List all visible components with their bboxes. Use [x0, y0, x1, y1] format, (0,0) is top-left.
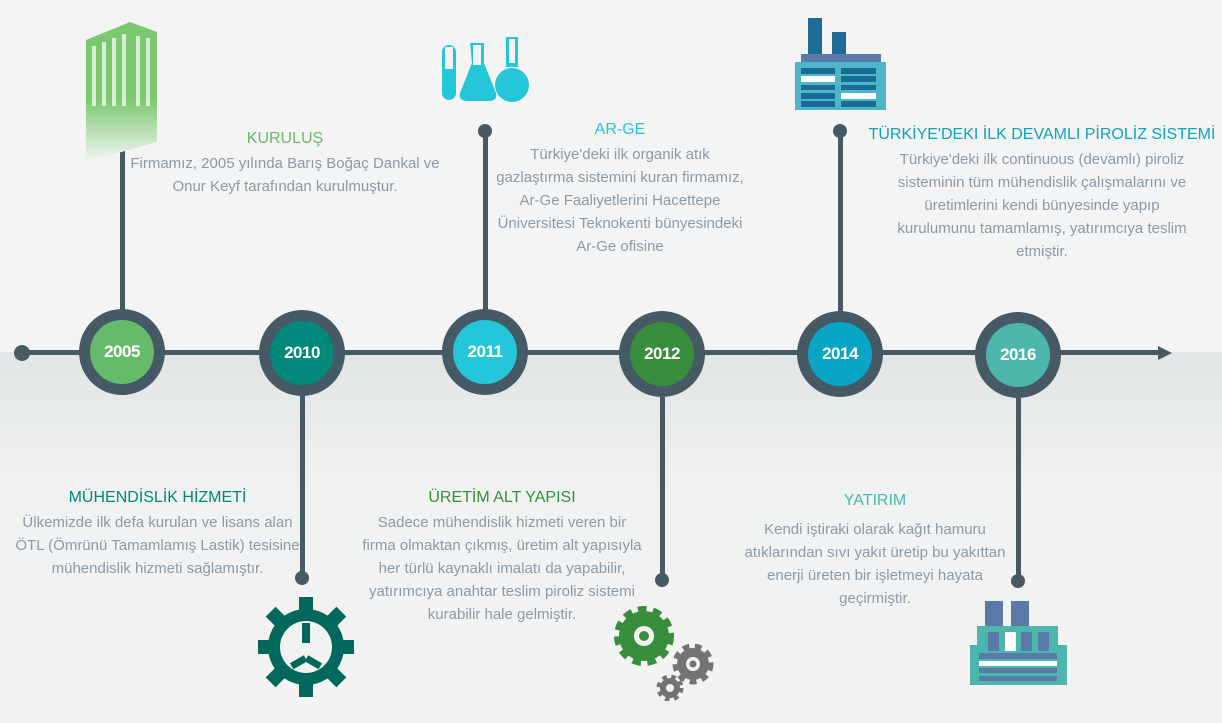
year-node-2011: 2011	[442, 309, 528, 395]
milestone-2012: ÜRETİM ALT YAPISI Sadece mühendislik hiz…	[362, 489, 642, 626]
timeline-arrow-icon	[1158, 346, 1172, 360]
year-label: 2010	[270, 321, 334, 385]
stem-dot-2011	[478, 124, 492, 138]
year-node-2012: 2012	[619, 311, 705, 397]
year-label: 2005	[90, 320, 154, 384]
year-node-2014: 2014	[797, 311, 883, 397]
year-label: 2012	[630, 322, 694, 386]
stem-dot-2014	[833, 124, 847, 138]
lab-flasks-icon	[442, 37, 529, 102]
timeline-start-dot	[14, 345, 30, 361]
milestone-2016: YATIRIM Kendi iştiraki olarak kağıt hamu…	[735, 492, 1015, 610]
timeline-axis	[22, 350, 1162, 355]
stem-2012	[660, 397, 665, 577]
year-node-2016: 2016	[975, 312, 1061, 398]
milestone-title: ÜRETİM ALT YAPISI	[428, 489, 576, 506]
year-node-2010: 2010	[259, 310, 345, 396]
milestone-2005: KURULUŞ Firmamız, 2005 yılında Barış Boğ…	[120, 130, 450, 198]
year-label: 2011	[453, 320, 517, 384]
gears-icon	[614, 606, 714, 701]
building-icon	[86, 22, 157, 162]
stem-2014	[838, 132, 843, 312]
milestone-title: AR-GE	[594, 121, 646, 138]
year-node-2005: 2005	[79, 309, 165, 395]
milestone-text: Ülkemizde ilk defa kurulan ve lisans ala…	[15, 514, 300, 577]
milestone-2011: AR-GE Türkiye'deki ilk organik atık gazl…	[495, 121, 745, 258]
milestone-text: Türkiye'deki ilk organik atık gazlaştırm…	[496, 146, 744, 255]
milestone-title: YATIRIM	[843, 492, 907, 509]
factory-icon	[795, 18, 886, 110]
milestone-title: KURULUŞ	[246, 130, 324, 147]
milestone-text: Sadece mühendislik hizmeti veren bir fir…	[362, 514, 642, 623]
milestone-2010: MÜHENDİSLİK HİZMETİ Ülkemizde ilk defa k…	[15, 489, 300, 580]
gear-wrench-icon	[258, 597, 354, 697]
milestone-title: MÜHENDİSLİK HİZMETİ	[68, 489, 247, 506]
stem-dot-2010	[295, 571, 309, 585]
year-label: 2016	[986, 323, 1050, 387]
year-label: 2014	[808, 322, 872, 386]
milestone-text: Kendi iştiraki olarak kağıt hamuru atıkl…	[744, 521, 1006, 607]
stem-2010	[300, 395, 305, 575]
stem-2016	[1016, 398, 1021, 578]
milestone-title: TÜRKİYE'DEKI İLK DEVAMLI PİROLİZ SİSTEMİ	[868, 126, 1216, 143]
stem-2011	[483, 132, 488, 312]
milestone-text: Firmamız, 2005 yılında Barış Boğaç Danka…	[130, 155, 440, 195]
milestone-text: Türkiye'deki ilk continuous (devamlı) pi…	[897, 151, 1187, 260]
stem-dot-2012	[655, 573, 669, 587]
stem-2005	[120, 132, 125, 312]
power-plant-icon	[970, 601, 1067, 685]
milestone-2014: TÜRKİYE'DEKI İLK DEVAMLI PİROLİZ SİSTEMİ…	[862, 126, 1222, 263]
stem-dot-2016	[1011, 574, 1025, 588]
